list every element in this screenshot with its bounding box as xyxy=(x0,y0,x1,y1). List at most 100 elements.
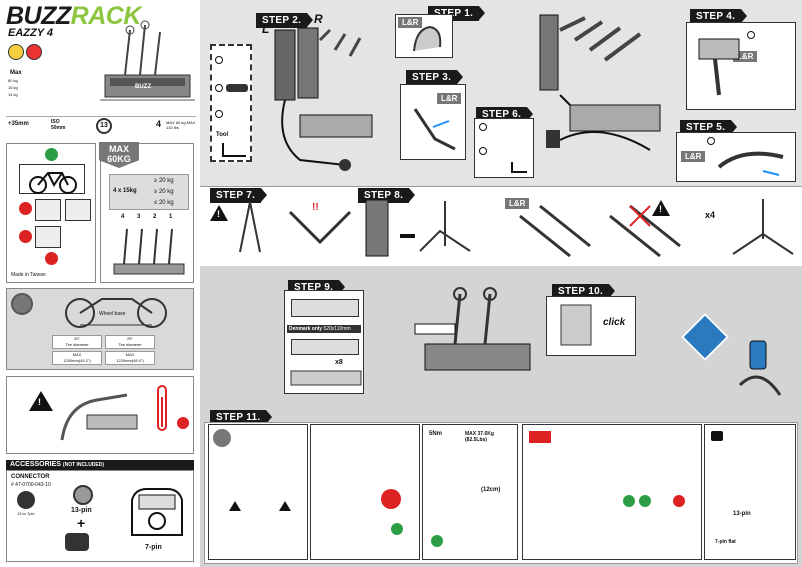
warning-icon: ! xyxy=(210,205,228,221)
brand-logo: BUZZRACK xyxy=(6,2,141,31)
quantity-x8: x8 xyxy=(335,359,343,366)
connector-plug-icon xyxy=(17,491,35,509)
danger-badge xyxy=(529,431,551,443)
warning-icon xyxy=(229,501,241,511)
step-8-label: STEP 8. xyxy=(358,188,416,203)
part-marker-c xyxy=(215,110,223,118)
middle-row xyxy=(200,186,802,266)
step-11-panel-d xyxy=(522,424,702,560)
brand-name-buzz: BUZZ xyxy=(6,2,71,30)
lr-label: L&R xyxy=(681,151,706,162)
thermometer-icon xyxy=(157,385,167,431)
step-2-label: STEP 2. xyxy=(256,13,314,28)
plate-drawing xyxy=(290,370,362,386)
step-3-label: STEP 3. xyxy=(406,70,464,85)
part-marker xyxy=(479,147,487,155)
no-icon xyxy=(19,202,32,215)
step-11-panel-a xyxy=(208,424,308,560)
load-panel: MAX 60KG 4 x 15kg ≥ 20 kg ≥ 20 kg ≤ 20 k… xyxy=(99,142,194,283)
step-10-label: STEP 10. xyxy=(552,284,616,299)
load-row: ≥ 20 kg xyxy=(154,178,174,184)
click-label: click xyxy=(603,317,626,328)
step-8-clamp-drawing xyxy=(519,204,681,258)
lr-label: L&R xyxy=(733,51,758,62)
plug-7-icon xyxy=(65,533,89,551)
accessories-panel: CONNECTOR # 47-0700-043-10 13 to 7pin 13… xyxy=(6,470,194,562)
part-marker-a xyxy=(215,56,223,64)
connector-13-to-7: 13 to 7pin xyxy=(17,511,35,516)
height-note: +35mm xyxy=(8,121,29,127)
wheelbase-label: Wheel base xyxy=(99,311,126,317)
heat-warning-panel: ! xyxy=(6,376,194,454)
step-10-box: click xyxy=(546,296,636,356)
connector-part: # 47-0700-043-10 xyxy=(11,482,51,488)
tool-label: Tool xyxy=(216,132,229,138)
step-9-box: Denmark only 520x110mm x8 xyxy=(284,290,364,394)
plus-icon: + xyxy=(77,515,86,531)
connector-title: CONNECTOR xyxy=(11,474,50,480)
right-marker: R xyxy=(314,12,323,26)
rack-with-bikes xyxy=(113,228,185,275)
tool-badge xyxy=(213,429,231,447)
step-5-drawing xyxy=(717,151,784,176)
step-7-label: STEP 7. xyxy=(210,188,268,203)
made-in: Made in Taiwan xyxy=(11,272,46,278)
part-strap xyxy=(226,84,248,92)
ok-icon xyxy=(431,535,443,547)
socket-13-label: 13-pin xyxy=(71,507,92,514)
torque-label: 5Nm xyxy=(429,431,443,437)
socket-7-label: 7-pin xyxy=(145,544,162,551)
lock-badge xyxy=(680,312,730,362)
rack-main-drawing xyxy=(274,27,373,171)
step-3-drawing xyxy=(413,108,456,151)
rack-loaded-drawing xyxy=(414,287,531,371)
socket-13-icon xyxy=(73,485,93,505)
step-1-hand-drawing xyxy=(413,25,442,52)
tire-cell: 20"Tire diameter xyxy=(52,335,102,349)
warning-icon: ! xyxy=(29,391,53,411)
slot-number: 3 xyxy=(137,214,141,220)
step-7-alert: !! xyxy=(312,202,319,213)
load-spec: MAX 60 kg MAX 132 lbs xyxy=(166,120,196,130)
svg-text:BUZZ: BUZZ xyxy=(135,84,151,90)
plate-holder-2 xyxy=(291,339,359,355)
step-7-drawing: !! xyxy=(239,201,352,253)
step-11-panel-c: 5Nm MAX 37.6Kg (82.5Lbs) (12cm) xyxy=(422,424,518,560)
cert-icon xyxy=(8,44,24,60)
folded-rack-drawing xyxy=(732,199,794,255)
socket-13-label: 13-pin xyxy=(733,511,751,517)
rack-folded-drawing xyxy=(539,14,661,132)
load-prefix: 4 x 15kg xyxy=(113,188,137,194)
iso-spec: ISO 50mm xyxy=(51,119,66,131)
spec-row: 60 kg xyxy=(8,78,18,83)
step-1-box: L&R xyxy=(395,14,453,58)
left-column: BUZZRACK EAZZY 4 Max 60 kg 15 kg 14 kg B… xyxy=(0,0,200,567)
rack-heat-drawing xyxy=(60,393,138,441)
step-4-drawing xyxy=(698,38,740,96)
tire-cell: 29"Tire diameter xyxy=(105,335,155,349)
ok-icon xyxy=(639,495,651,507)
lr-label: L&R xyxy=(437,93,462,104)
max-load-label: MAX 37.6Kg (82.5Lbs) xyxy=(465,431,494,443)
spec-row: 14 kg xyxy=(8,92,18,97)
load-row: ≥ 20 kg xyxy=(154,189,174,195)
step-4-label: STEP 4. xyxy=(690,9,748,24)
no-box-2 xyxy=(65,199,91,221)
spec-max-label: Max xyxy=(10,70,22,76)
step-5-label: STEP 5. xyxy=(680,120,738,135)
no-icon xyxy=(45,252,58,265)
rack-illustration: BUZZ xyxy=(100,20,195,101)
step-3-box: L&R xyxy=(400,84,466,160)
tool-icon xyxy=(11,293,33,315)
car-rear-drawing xyxy=(131,488,183,536)
no-icon xyxy=(381,489,401,509)
bike-check-panel: Made in Taiwan xyxy=(6,143,96,283)
ok-icon xyxy=(391,523,403,535)
lr-label: L&R xyxy=(398,17,423,28)
plate-holder xyxy=(291,299,359,317)
no-box-3 xyxy=(35,226,61,248)
step-11-label: STEP 11. xyxy=(210,410,273,425)
no-icon xyxy=(19,230,32,243)
wheelbase-panel: Wheel base 20"Tire diameter 29"Tire diam… xyxy=(6,288,194,370)
